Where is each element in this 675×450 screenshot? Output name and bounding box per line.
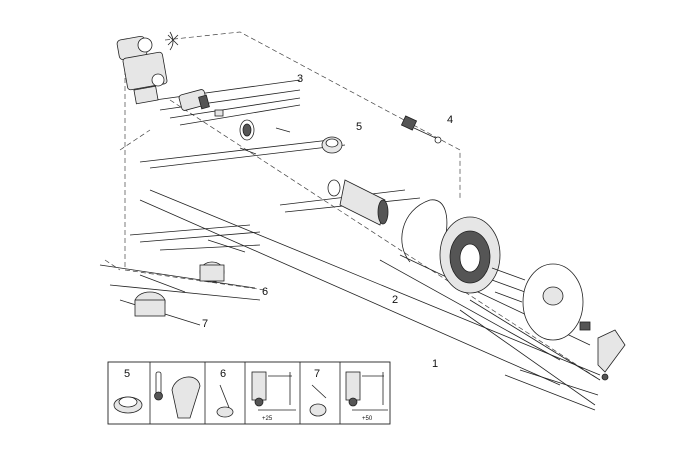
assembly-dash-lines xyxy=(104,31,601,381)
legend-label-5: 5 xyxy=(124,368,130,380)
legend-label-7: 7 xyxy=(314,368,320,380)
legend-install-25-icon: +25 xyxy=(251,371,296,422)
sleeve-parts xyxy=(327,179,389,226)
legend-install-50-icon: +50 xyxy=(345,371,388,422)
cartridge-6 xyxy=(199,239,246,283)
callout-1: 1 xyxy=(432,358,438,370)
no-solder-icon xyxy=(167,31,179,51)
part-4-spindle xyxy=(400,115,442,144)
legend-label-6: 6 xyxy=(220,368,226,380)
part-5-cap xyxy=(321,136,343,154)
callout-5: 5 xyxy=(356,121,362,133)
legend-cap-icon xyxy=(113,396,143,414)
callout-4: 4 xyxy=(447,114,453,126)
legend-cartridge-7-icon xyxy=(309,384,327,417)
callout-2: 2 xyxy=(392,294,398,306)
part-3-assembly xyxy=(178,89,291,155)
handle-lever xyxy=(579,321,626,381)
legend-temperature-icon xyxy=(154,371,201,419)
legend-cartridge-6-icon xyxy=(216,384,234,418)
cartridge-7 xyxy=(134,274,186,317)
callout-3: 3 xyxy=(297,73,303,85)
part-2-ring xyxy=(401,199,448,263)
legend-dim-50: +50 xyxy=(362,416,373,422)
escutcheon xyxy=(522,263,584,341)
mounting-plate xyxy=(439,216,526,303)
leader-planes xyxy=(99,79,601,411)
callout-7: 7 xyxy=(202,318,208,330)
valve-body xyxy=(116,35,168,105)
callout-6: 6 xyxy=(262,286,268,298)
legend-dim-25: +25 xyxy=(262,416,273,422)
legend-strip: 5 6 7 +25 xyxy=(107,361,391,425)
